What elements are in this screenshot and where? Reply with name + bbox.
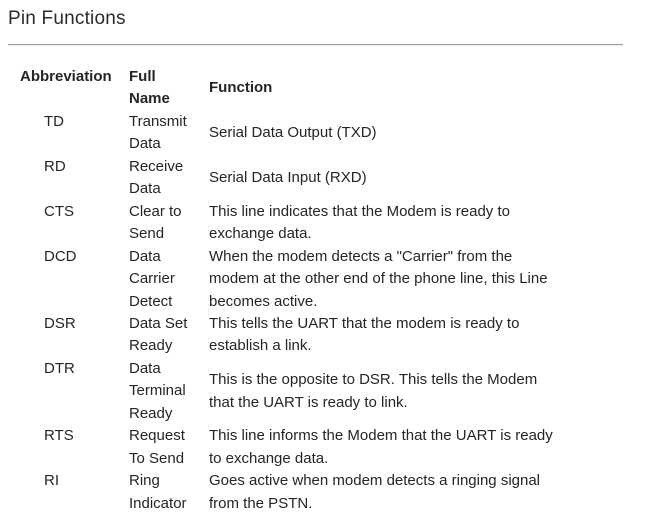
table-row: RD Receive Data Serial Data Input (RXD) — [8, 156, 623, 201]
table-row: RTS Request To Send This line informs the … — [8, 425, 623, 470]
abbreviation-cell: RD — [44, 157, 66, 175]
table-row: RI Ring Indicator Goes active when modem d… — [8, 470, 623, 515]
header-row: Abbreviation Full Name Function — [8, 66, 623, 111]
full-name-cell: Transmit Data — [129, 112, 187, 153]
table-row: TD Transmit Data Serial Data Output (TXD) — [8, 111, 623, 156]
function-cell: This is the opposite to DSR. This tells … — [209, 371, 538, 411]
full-name-cell: Data Terminal Ready — [129, 359, 186, 422]
column-header-full-name: Full Name — [129, 68, 170, 108]
function-cell: When the modem detects a "Carrier" from … — [209, 247, 548, 310]
full-name-cell: Data Carrier Detect — [129, 247, 175, 310]
table-row: DTR Data Terminal Ready This is the opposi… — [8, 358, 623, 425]
abbreviation-cell: DSR — [44, 314, 76, 332]
abbreviation-cell: RTS — [44, 427, 74, 445]
abbreviation-cell: DCD — [44, 247, 77, 265]
full-name-cell: Data Set Ready — [129, 314, 188, 355]
function-cell: This tells the UART that the modem is re… — [209, 314, 520, 355]
pin-functions-table: Abbreviation Full Name Function TD Transm… — [8, 66, 623, 515]
column-header-function: Function — [209, 79, 273, 97]
full-name-cell: Ring Indicator — [129, 472, 187, 512]
document-page: Pin Functions Abbreviation Full Name Fun… — [8, 8, 623, 515]
table-body: TD Transmit Data Serial Data Output (TXD) R… — [8, 111, 623, 515]
function-cell: This line indicates that the Modem is re… — [209, 202, 510, 243]
function-cell: Goes active when modem detects a ringing… — [209, 472, 541, 512]
abbreviation-cell: RI — [44, 472, 59, 490]
page-title: Pin Functions — [8, 8, 126, 29]
function-cell: Serial Data Input (RXD) — [209, 169, 367, 187]
divider — [8, 44, 623, 46]
table-row: DSR Data Set Ready This tells the UART tha… — [8, 313, 623, 358]
function-cell: This line informs the Modem that the UAR… — [209, 427, 553, 467]
column-header-abbreviation: Abbreviation — [20, 68, 112, 85]
abbreviation-cell: TD — [44, 112, 64, 130]
table-row: DCD Data Carrier Detect When the modem det… — [8, 246, 623, 313]
full-name-cell: Receive Data — [129, 157, 184, 198]
full-name-cell: Clear to Send — [129, 202, 182, 243]
table-row: CTS Clear to Send This line indicates that… — [8, 201, 623, 246]
full-name-cell: Request To Send — [129, 427, 185, 467]
abbreviation-cell: CTS — [44, 202, 74, 220]
table-header: Abbreviation Full Name Function — [8, 66, 623, 111]
abbreviation-cell: DTR — [44, 359, 75, 377]
function-cell: Serial Data Output (TXD) — [209, 124, 377, 142]
